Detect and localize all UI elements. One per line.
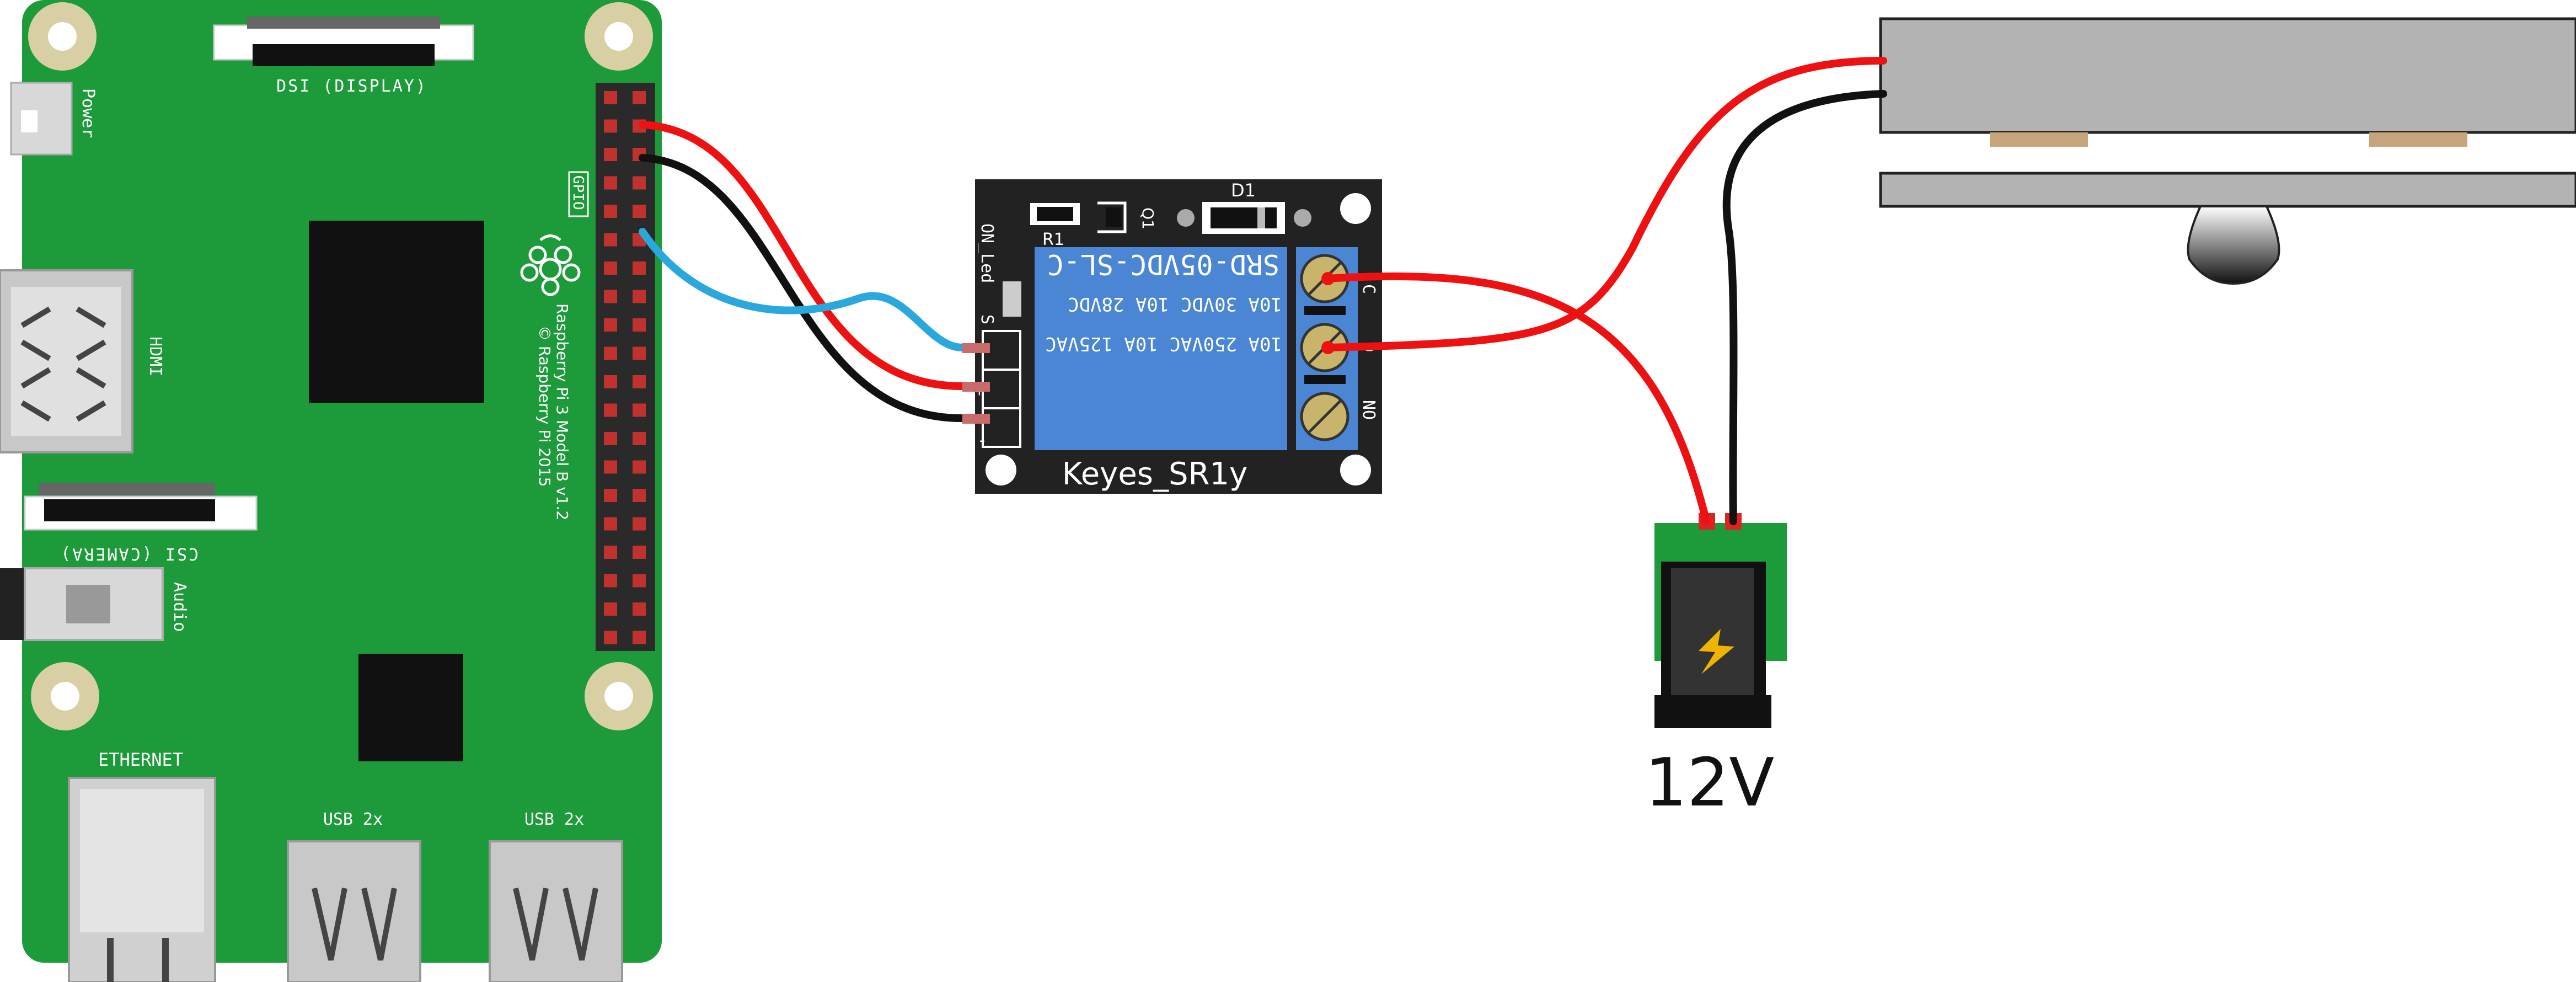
- wire-red-relay-jack: [1324, 272, 1710, 525]
- gpio-pin: [604, 346, 617, 360]
- gpio-pin: [604, 403, 617, 417]
- gpio-pin: [633, 290, 646, 303]
- lightning-icon: [1699, 629, 1734, 674]
- gpio-pin: [604, 546, 617, 559]
- terminal-screw-no: [1300, 392, 1349, 441]
- gpio-pin: [604, 176, 617, 190]
- board-text-copyright: © Raspberry Pi 2015: [535, 325, 554, 487]
- solenoid-lock: [1879, 17, 2576, 285]
- relay-rating-2: 10A 250VAC 10A 125VAC: [1045, 333, 1282, 355]
- q1-label: Q1: [1139, 207, 1157, 230]
- gpio-pin: [633, 318, 646, 332]
- gpio-label: GPIO: [570, 175, 586, 210]
- gpio-pin: [604, 318, 617, 332]
- gpio-pin: [604, 233, 617, 247]
- wire-red-relay-lock: [1324, 57, 1887, 351]
- audio-jack: [0, 567, 164, 641]
- relay-module: R1 Q1 D1 SRD-05VDC-SL-C 10A 30VDC 10A 28…: [975, 179, 1382, 494]
- dsi-connector: [213, 17, 474, 66]
- gpio-pin: [604, 432, 617, 445]
- gpio-pin: [633, 205, 646, 218]
- gpio-pin: [604, 261, 617, 275]
- mounting-hole: [28, 2, 97, 71]
- term-no-label: NO: [1359, 400, 1378, 420]
- usb-port-1: [287, 840, 421, 982]
- gpio-pin: [604, 290, 617, 303]
- wire-red-5v: [639, 121, 966, 390]
- gpio-pin: [604, 148, 617, 161]
- audio-label: Audio: [170, 582, 189, 632]
- soc-chip: [309, 221, 484, 403]
- ethernet-label: ETHERNET: [98, 749, 183, 770]
- wire-black-lock-jack: [1722, 90, 1887, 525]
- wire-black-gnd: [639, 154, 966, 423]
- power-label: Power: [78, 88, 98, 138]
- gpio-pin: [604, 574, 617, 588]
- term-c-label: C: [1359, 284, 1378, 294]
- gpio-pin: [604, 91, 617, 104]
- gpio-pin: [633, 403, 646, 417]
- hdmi-label: HDMI: [146, 337, 165, 376]
- lock-knob: [2187, 205, 2280, 285]
- on-led: [1003, 281, 1021, 317]
- gpio-pin: [604, 119, 617, 133]
- gpio-pin: [633, 375, 646, 388]
- gpio-header-body: [596, 83, 655, 651]
- gpio-pin: [633, 460, 646, 474]
- ram-chip: [358, 654, 463, 761]
- gpio-pin: [604, 460, 617, 474]
- gpio-pin: [633, 432, 646, 445]
- gpio-pin: [604, 489, 617, 502]
- gpio-pin: [633, 91, 646, 104]
- gpio-pin: [604, 602, 617, 616]
- usb-label-1: USB 2x: [323, 810, 383, 829]
- gpio-pin: [633, 602, 646, 616]
- usb-port-2: [489, 840, 623, 982]
- relay-model-label: SRD-05VDC-SL-C: [1047, 248, 1279, 280]
- gpio-pin: [604, 631, 617, 644]
- ethernet-port: [68, 777, 216, 982]
- gpio-pin: [604, 517, 617, 531]
- pin-s-label: S: [977, 314, 997, 324]
- wire-blue-signal: [639, 228, 966, 351]
- gpio-pin: [604, 205, 617, 218]
- gpio-pin: [633, 574, 646, 588]
- mounting-hole: [986, 455, 1016, 485]
- d1-label: D1: [1231, 180, 1256, 201]
- usb-label-2: USB 2x: [524, 810, 584, 829]
- hdmi-port: [0, 269, 133, 453]
- gpio-pin: [633, 546, 646, 559]
- gpio-header: [596, 83, 655, 651]
- power-port: [10, 82, 73, 156]
- mounting-hole: [585, 2, 653, 71]
- gpio-pin: [633, 346, 646, 360]
- board-text-model: Raspberry Pi 3 Model B v1.2: [553, 303, 571, 520]
- relay-rating-1: 10A 30VDC 10A 28VDC: [1068, 293, 1282, 315]
- pin-minus-label: -: [977, 431, 987, 450]
- gpio-pin: [633, 261, 646, 275]
- gpio-pin: [633, 489, 646, 502]
- gpio-pin: [604, 375, 617, 388]
- on-led-label: ON_Led: [977, 223, 997, 283]
- gpio-pin: [633, 517, 646, 531]
- mounting-hole: [585, 662, 653, 730]
- raspberry-logo-icon: [520, 234, 581, 296]
- relay-module-name: Keyes_SR1y: [1062, 456, 1247, 492]
- dsi-label: DSI (DISPLAY): [276, 77, 427, 96]
- wires: [639, 57, 1887, 525]
- raspberry-pi-board: DSI (DISPLAY) Power HDMI Raspberry Pi 3 …: [0, 0, 662, 982]
- r1-label: R1: [1042, 230, 1064, 249]
- power-jack-label: 12V: [1645, 745, 1775, 821]
- mounting-hole: [1340, 455, 1371, 485]
- csi-label: CSI (CAMERA): [59, 544, 199, 563]
- csi-connector: [24, 483, 258, 531]
- gpio-pin: [633, 176, 646, 190]
- mounting-hole: [1340, 193, 1371, 224]
- relay-block: [1035, 247, 1287, 450]
- power-jack: [1654, 513, 1787, 728]
- gpio-pin: [633, 631, 646, 644]
- mounting-hole: [31, 662, 99, 730]
